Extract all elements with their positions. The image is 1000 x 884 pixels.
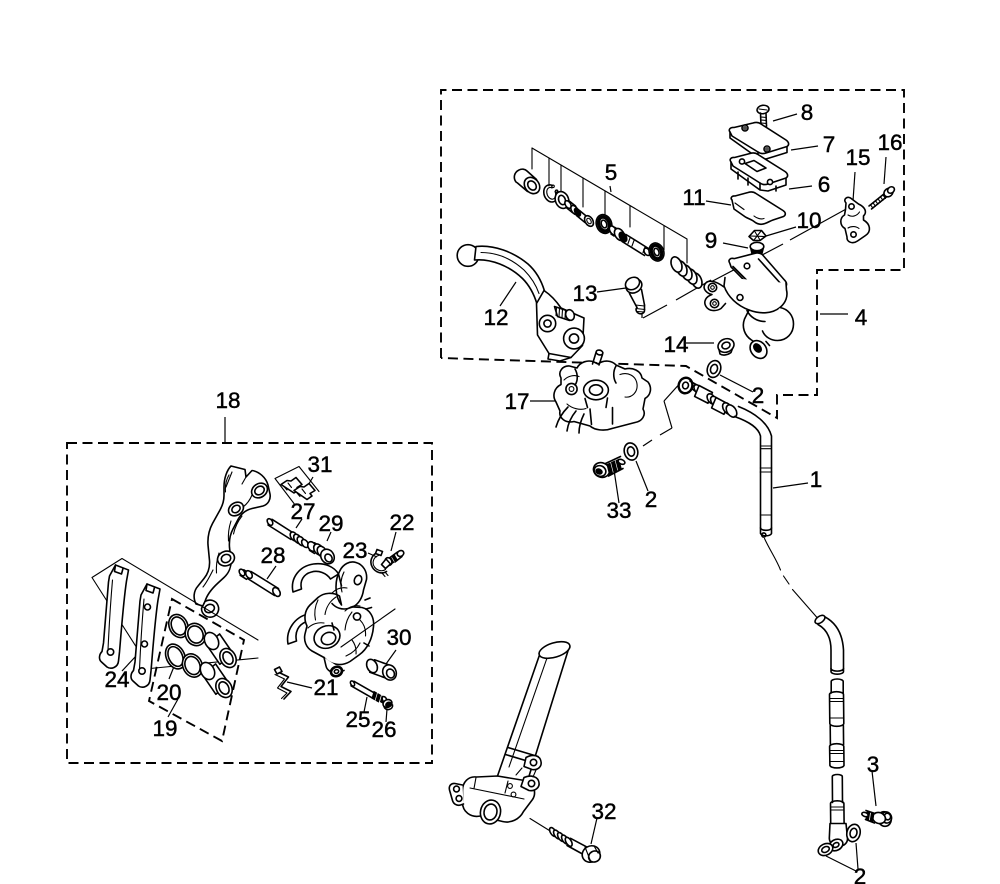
svg-text:17: 17	[504, 389, 529, 414]
svg-text:23: 23	[342, 538, 367, 563]
svg-text:32: 32	[591, 799, 616, 824]
svg-text:12: 12	[483, 305, 508, 330]
svg-text:7: 7	[823, 132, 836, 157]
svg-text:5: 5	[605, 160, 618, 185]
svg-text:8: 8	[801, 100, 814, 125]
svg-text:2: 2	[854, 864, 867, 884]
svg-text:31: 31	[307, 452, 332, 477]
svg-text:11: 11	[682, 185, 705, 210]
svg-text:30: 30	[386, 625, 411, 650]
svg-text:4: 4	[855, 305, 868, 330]
svg-text:14: 14	[663, 332, 688, 357]
svg-text:2: 2	[645, 487, 658, 512]
svg-text:18: 18	[215, 388, 240, 413]
svg-text:19: 19	[152, 716, 177, 741]
svg-text:21: 21	[313, 675, 338, 700]
svg-text:9: 9	[705, 228, 718, 253]
svg-text:2: 2	[752, 383, 765, 408]
svg-text:26: 26	[371, 717, 396, 742]
svg-text:29: 29	[318, 511, 343, 536]
svg-text:1: 1	[810, 467, 823, 492]
svg-text:3: 3	[867, 752, 880, 777]
svg-text:6: 6	[818, 172, 831, 197]
svg-text:27: 27	[290, 499, 315, 524]
svg-text:22: 22	[389, 510, 414, 535]
svg-text:20: 20	[156, 680, 181, 705]
svg-text:25: 25	[345, 707, 370, 732]
svg-text:28: 28	[260, 543, 285, 568]
svg-text:24: 24	[104, 667, 129, 692]
svg-text:13: 13	[572, 281, 597, 306]
svg-text:16: 16	[877, 130, 902, 155]
svg-text:15: 15	[845, 145, 870, 170]
svg-text:33: 33	[606, 498, 631, 523]
